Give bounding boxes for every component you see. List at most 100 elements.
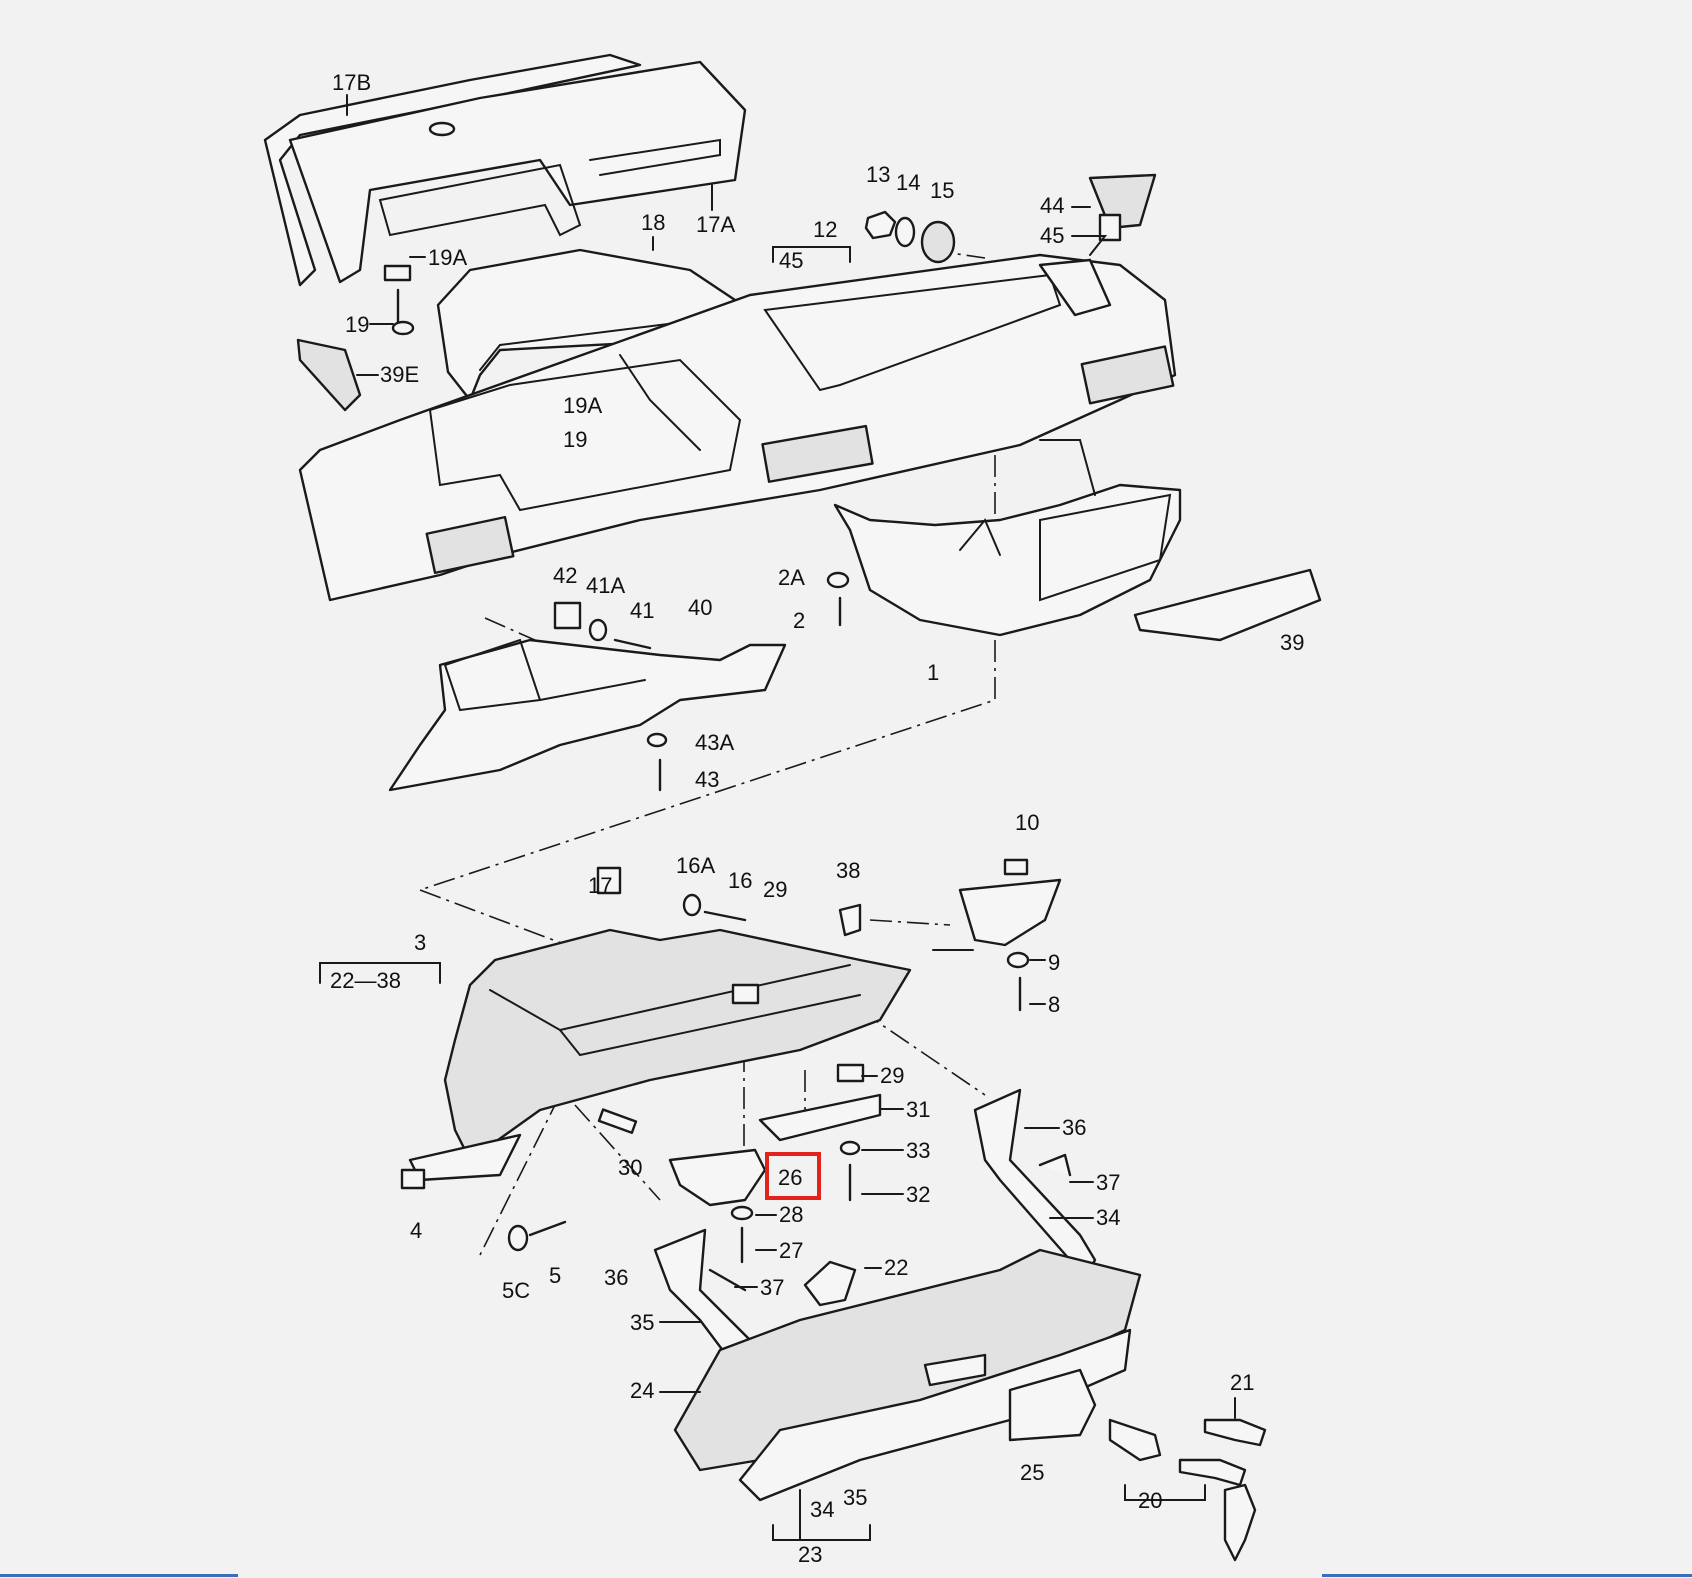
nut-13 <box>864 210 897 240</box>
callout-9: 9 <box>1048 950 1060 975</box>
center-console-1 <box>833 483 1182 637</box>
clip-42 <box>553 601 582 630</box>
lock-cylinder-20 <box>1108 1418 1162 1462</box>
washer-14 <box>894 216 916 248</box>
callout-35: 35 <box>630 1310 654 1335</box>
callout-25: 25 <box>1020 1460 1044 1485</box>
callout-13: 13 <box>866 162 890 187</box>
callout-36-b: 36 <box>604 1265 628 1290</box>
vent-center <box>761 424 874 483</box>
screw-41 <box>613 638 652 650</box>
callout-42: 42 <box>553 563 577 588</box>
callout-37-b: 37 <box>760 1275 784 1300</box>
speaker-grille-45 <box>1038 258 1112 317</box>
callout-17A: 17A <box>696 212 735 237</box>
callout-45: 45 <box>779 248 803 273</box>
callout-15: 15 <box>930 178 954 203</box>
callout-2: 2 <box>793 608 805 633</box>
bottom-scroll-indicator-left <box>0 1574 238 1577</box>
callout-41A: 41A <box>586 573 625 598</box>
washer-2a <box>826 571 850 589</box>
callout-43A: 43A <box>695 730 734 755</box>
callout-22: 22 <box>884 1255 908 1280</box>
highlight-box-26 <box>765 1152 821 1200</box>
callout-1: 1 <box>927 660 939 685</box>
latch-plate-31 <box>758 1093 882 1142</box>
clip-38 <box>838 903 862 937</box>
catch-26 <box>668 1148 767 1207</box>
callout-10: 10 <box>1015 810 1039 835</box>
clip-29-top <box>731 983 760 1005</box>
callout-19-b: 19 <box>563 427 587 452</box>
callout-2A: 2A <box>778 565 805 590</box>
clip-4 <box>400 1168 426 1190</box>
screw-5 <box>528 1220 567 1237</box>
callout-44: 44 <box>1040 193 1064 218</box>
callout-22-38: 22—38 <box>330 968 401 993</box>
screw-16 <box>703 910 747 922</box>
callout-33: 33 <box>906 1138 930 1163</box>
upper-trim-17a <box>288 60 747 284</box>
glovebox-lid-24 <box>673 1248 1142 1472</box>
vent-39 <box>1133 568 1322 642</box>
washer-41a <box>588 618 608 642</box>
vent-right <box>1080 345 1175 405</box>
callout-16A: 16A <box>676 853 715 878</box>
lid-panel-23 <box>738 1328 1132 1502</box>
washer-28 <box>730 1205 754 1221</box>
callout-36: 36 <box>1062 1115 1086 1140</box>
lock-25 <box>1008 1368 1097 1442</box>
washer-5c <box>507 1224 529 1252</box>
callout-34-b: 34 <box>810 1497 834 1522</box>
callout-18: 18 <box>641 210 665 235</box>
key-21 <box>1203 1418 1267 1447</box>
lower-panel-40 <box>388 638 787 792</box>
callout-20: 20 <box>1138 1488 1162 1513</box>
clip-17 <box>596 866 622 895</box>
callout-12: 12 <box>813 217 837 242</box>
clip-29-bottom <box>836 1063 865 1083</box>
callout-39E: 39E <box>380 362 419 387</box>
callout-5: 5 <box>549 1263 561 1288</box>
bottom-scroll-indicator-right <box>1322 1574 1692 1577</box>
trim-emblem <box>428 121 456 137</box>
washer-9 <box>1006 951 1030 969</box>
callout-41: 41 <box>630 598 654 623</box>
screw-37-right <box>1038 1153 1072 1177</box>
callout-21: 21 <box>1230 1370 1254 1395</box>
callout-27: 27 <box>779 1238 803 1263</box>
lock-bracket-10 <box>958 878 1062 947</box>
callout-29-b: 29 <box>880 1063 904 1088</box>
callout-29: 29 <box>763 877 787 902</box>
callout-8: 8 <box>1048 992 1060 1017</box>
callout-32: 32 <box>906 1182 930 1207</box>
callout-5C: 5C <box>502 1278 530 1303</box>
callout-16: 16 <box>728 868 752 893</box>
grommet-15 <box>920 220 956 264</box>
washer-33 <box>839 1140 861 1156</box>
trim-frame-22 <box>803 1260 857 1307</box>
callout-17B: 17B <box>332 70 371 95</box>
part-labels: 17B 17A 18 19A 19 39E 19A 19 13 14 15 12… <box>330 70 1304 1567</box>
callout-28: 28 <box>779 1202 803 1227</box>
callout-34: 34 <box>1096 1205 1120 1230</box>
key-20b <box>1223 1483 1257 1562</box>
key-20a <box>1178 1458 1247 1487</box>
callout-17: 17 <box>588 873 612 898</box>
callout-37: 37 <box>1096 1170 1120 1195</box>
callout-23: 23 <box>798 1542 822 1567</box>
callout-40: 40 <box>688 595 712 620</box>
washer-43a <box>646 732 668 748</box>
callout-24: 24 <box>630 1378 654 1403</box>
callout-43: 43 <box>695 767 719 792</box>
callout-19: 19 <box>345 312 369 337</box>
callout-31: 31 <box>906 1097 930 1122</box>
callout-4: 4 <box>410 1218 422 1243</box>
callout-38: 38 <box>836 858 860 883</box>
washer-16a <box>682 893 702 917</box>
callout-45-b: 45 <box>1040 223 1064 248</box>
callout-14: 14 <box>896 170 920 195</box>
side-vent-39e <box>296 338 362 412</box>
